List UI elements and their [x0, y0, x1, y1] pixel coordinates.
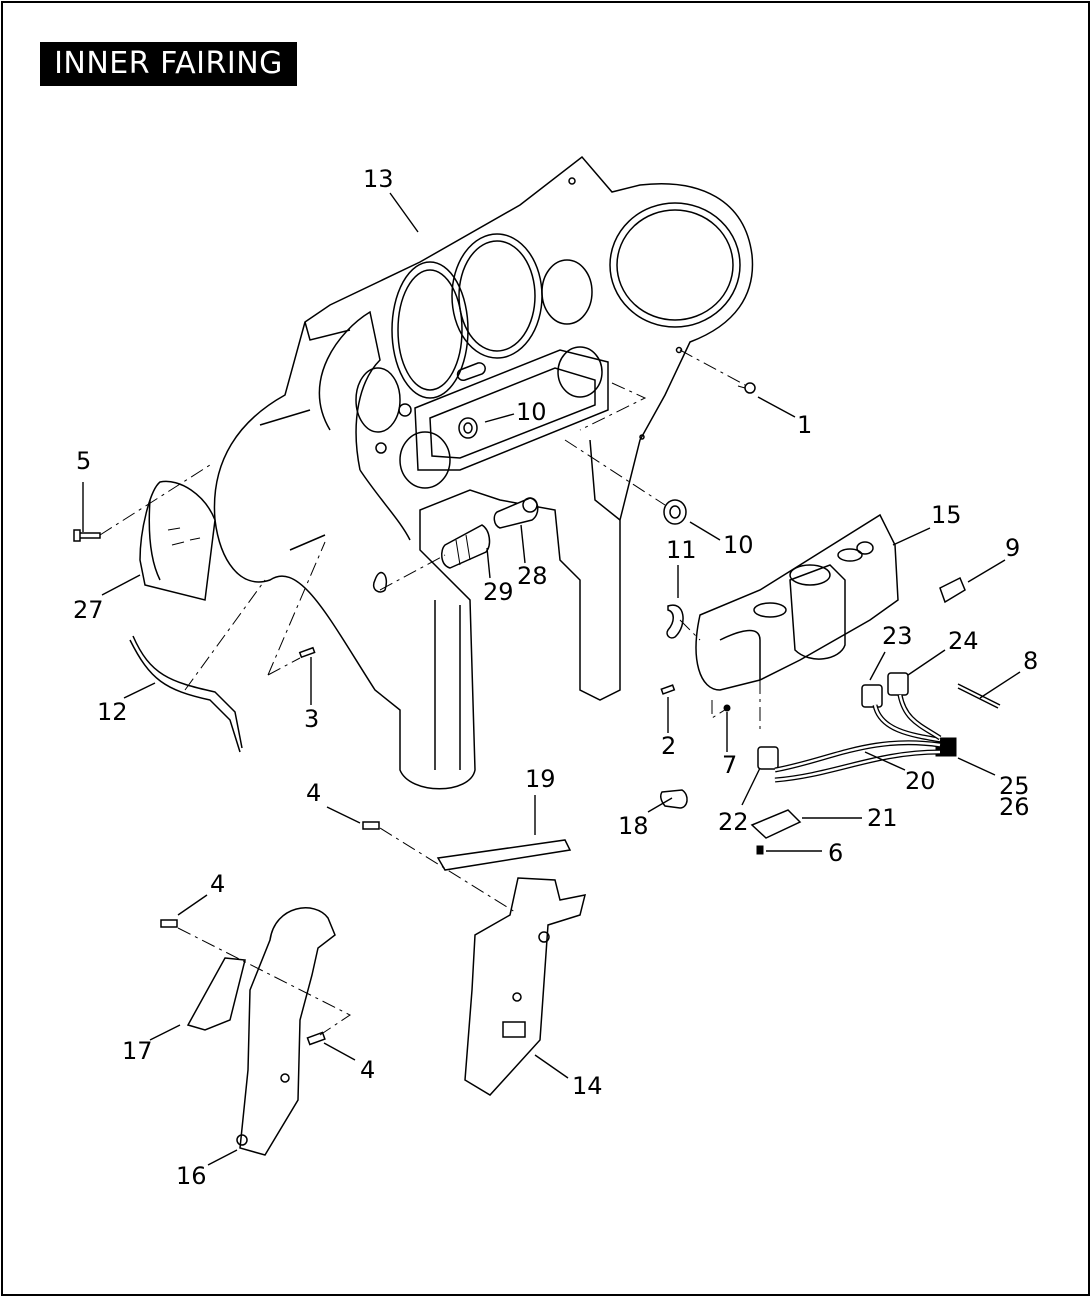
callout-4-bottom: 4 — [360, 1056, 375, 1084]
callout-26: 26 — [999, 793, 1030, 821]
callout-17: 17 — [122, 1037, 153, 1065]
switch-bracket — [750, 809, 802, 839]
callout-29: 29 — [483, 578, 514, 606]
clip — [666, 604, 684, 639]
screw-5 — [73, 529, 101, 542]
connector — [935, 737, 957, 757]
speaker — [139, 480, 216, 601]
power-port — [440, 524, 491, 569]
grommet-upper — [458, 417, 478, 439]
callout-10-lower: 10 — [723, 531, 754, 559]
switch-c — [757, 746, 779, 770]
assembly-lines — [99, 349, 761, 1036]
callout-2: 2 — [661, 732, 676, 760]
support-strap — [436, 839, 572, 871]
callout-labels: 13 1 10 10 15 9 11 5 27 12 3 29 28 2 7 2… — [73, 165, 1038, 1190]
plug — [939, 576, 966, 604]
callout-25: 25 — [999, 772, 1030, 800]
screw-4c — [306, 1031, 326, 1046]
switch-a — [861, 684, 883, 708]
callout-24: 24 — [948, 627, 979, 655]
callout-12: 12 — [97, 698, 128, 726]
screw-2 — [660, 684, 676, 695]
callout-28: 28 — [517, 562, 548, 590]
callout-11: 11 — [666, 536, 697, 564]
power-port-cap — [493, 497, 539, 529]
screw-4b — [160, 919, 178, 928]
callout-22: 22 — [718, 808, 749, 836]
support-plate — [186, 957, 246, 1031]
callout-9: 9 — [1005, 534, 1020, 562]
callout-23: 23 — [882, 622, 913, 650]
switch-b — [887, 672, 909, 696]
callout-18: 19 — [525, 765, 556, 793]
screw-3 — [298, 646, 316, 659]
callout-27: 27 — [73, 596, 104, 624]
callout-13: 16 — [176, 1162, 207, 1190]
grommet-lower — [663, 499, 687, 525]
callout-15: 15 — [931, 501, 962, 529]
callout-4-top: 4 — [306, 779, 321, 807]
callout-6: 6 — [828, 839, 843, 867]
callout-5: 5 — [76, 447, 91, 475]
diagram-title: INNER FAIRING — [40, 42, 297, 86]
callout-3: 3 — [304, 705, 319, 733]
callout-16: 13 — [363, 165, 394, 193]
switch-housing — [695, 513, 899, 691]
leader-lines — [82, 192, 1021, 1166]
mount-bracket-right — [464, 877, 587, 1096]
callout-1: 1 — [797, 411, 812, 439]
callout-7: 7 — [722, 751, 737, 779]
callout-4-left: 4 — [210, 870, 225, 898]
callout-10-upper: 10 — [516, 398, 547, 426]
cable-strap — [957, 683, 1001, 709]
callout-19: 20 — [905, 767, 936, 795]
screw-4a — [362, 821, 380, 830]
callout-8: 8 — [1023, 647, 1038, 675]
inner-fairing-shell — [213, 155, 754, 790]
mount-bracket-left — [239, 907, 336, 1156]
screw-1 — [737, 382, 756, 394]
callout-20: 18 — [618, 812, 649, 840]
cover — [660, 789, 688, 809]
trim-strip — [129, 635, 243, 753]
screw-6 — [756, 845, 764, 855]
callout-14: 14 — [572, 1072, 603, 1100]
callout-21: 21 — [867, 804, 898, 832]
wiring-harness — [774, 694, 942, 783]
